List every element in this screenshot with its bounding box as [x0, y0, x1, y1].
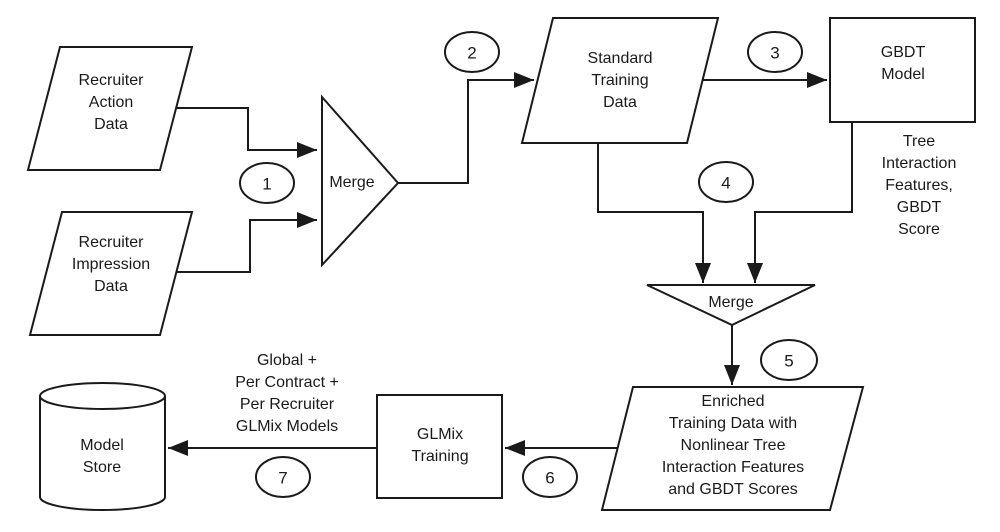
step-1-badge: 1	[262, 174, 272, 194]
step-5-circle	[760, 339, 818, 381]
merge1-label: Merge	[329, 174, 375, 191]
step-4-circle	[698, 161, 754, 203]
enriched-training-data-shape	[600, 386, 865, 511]
enriched-training-data-label: Enriched Training Data with Nonlinear Tr…	[661, 393, 805, 498]
standard-training-data-label: Standard Training Data	[587, 50, 653, 111]
merge2-label: Merge	[708, 294, 754, 311]
recruiter-action-data-label: Recruiter Action Data	[78, 72, 144, 133]
step-6-badge: 6	[545, 468, 555, 488]
step-6-circle	[522, 456, 578, 498]
model-store-cylinder-body	[39, 396, 166, 511]
glmix-training-label: GLMix Training	[411, 426, 469, 465]
recruiter-action-data-shape	[26, 46, 194, 171]
edge-gbdt-to-merge2	[747, 122, 853, 283]
step-5-badge: 5	[784, 351, 794, 371]
edge-merge1-to-standard-training	[398, 72, 534, 184]
model-store-label: Model Store	[80, 437, 124, 476]
step-3-circle	[747, 31, 803, 73]
edge-standard-training-to-merge2	[597, 143, 711, 283]
merge1-shape	[321, 94, 400, 268]
recruiter-impression-data-label: Recruiter Impression Data	[71, 234, 151, 295]
gbdt-model-shape	[829, 17, 976, 123]
edge-recruiter-action-to-merge1	[176, 107, 317, 158]
step-2-circle	[444, 31, 500, 73]
step-7-circle	[255, 456, 311, 498]
gbdt-model-label: GBDT Model	[880, 44, 926, 83]
glmix-training-shape	[376, 394, 503, 499]
tree-interaction-features-annotation: Tree Interaction Features, GBDT Score	[881, 133, 957, 238]
step-2-badge: 2	[467, 43, 477, 63]
step-4-badge: 4	[721, 173, 731, 193]
recruiter-impression-data-shape	[28, 211, 194, 336]
step-3-badge: 3	[770, 43, 780, 63]
step-7-badge: 7	[278, 468, 288, 488]
glmix-models-annotation: Global + Per Contract + Per Recruiter GL…	[235, 352, 339, 435]
standard-training-data-shape	[520, 17, 720, 144]
step-1-circle	[239, 162, 295, 204]
model-store-cylinder-top	[39, 382, 166, 410]
edge-recruiter-impression-to-merge1	[176, 212, 317, 273]
merge2-shape	[646, 284, 816, 327]
